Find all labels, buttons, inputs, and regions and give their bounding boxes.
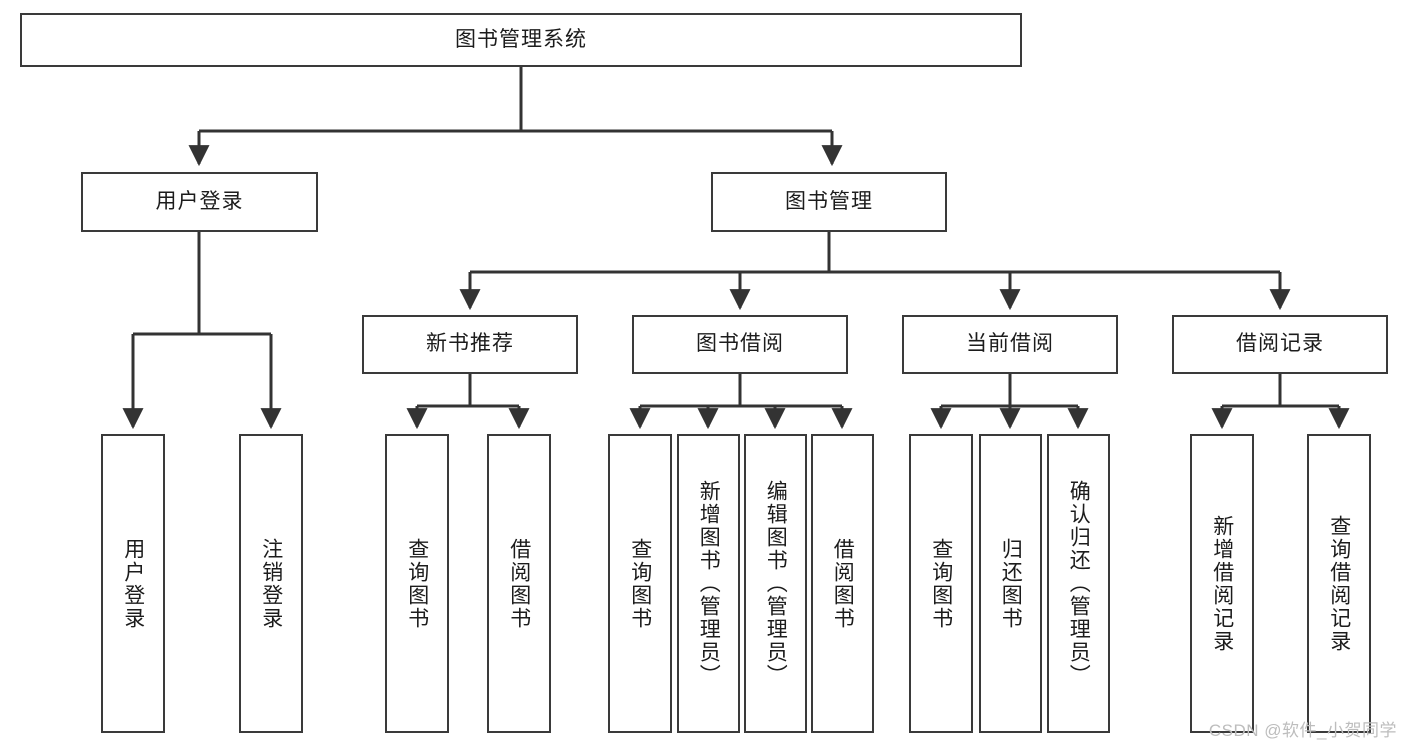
node-leaf-borrow-book-1[interactable]: 借阅图书 <box>487 434 551 733</box>
csdn-watermark: CSDN @软件_小贺同学 <box>1208 721 1397 740</box>
node-leaf-confirm-return[interactable]: 确认归还（管理员） <box>1047 434 1110 733</box>
node-leaf-query-book-1[interactable]: 查询图书 <box>385 434 449 733</box>
node-leaf-return-book-label: 归还图书 <box>999 537 1023 630</box>
node-new-book-rec[interactable]: 新书推荐 <box>362 315 578 374</box>
node-root-label: 图书管理系统 <box>455 27 587 51</box>
node-current-borrow-label: 当前借阅 <box>966 332 1054 356</box>
node-book-borrow-label: 图书借阅 <box>696 332 784 356</box>
node-leaf-query-book-3-label: 查询图书 <box>929 537 953 630</box>
node-leaf-add-book[interactable]: 新增图书（管理员） <box>677 434 740 733</box>
node-leaf-user-login-label: 用户登录 <box>121 537 145 630</box>
node-leaf-confirm-return-label: 确认归还（管理员） <box>1067 480 1091 687</box>
node-current-borrow[interactable]: 当前借阅 <box>902 315 1118 374</box>
node-leaf-logout-login[interactable]: 注销登录 <box>239 434 303 733</box>
node-leaf-borrow-book-2-label: 借阅图书 <box>831 537 855 630</box>
node-leaf-edit-book-label: 编辑图书（管理员） <box>764 480 788 687</box>
node-leaf-return-book[interactable]: 归还图书 <box>979 434 1042 733</box>
node-leaf-query-book-2[interactable]: 查询图书 <box>608 434 672 733</box>
node-leaf-borrow-book-2[interactable]: 借阅图书 <box>811 434 874 733</box>
node-leaf-edit-book[interactable]: 编辑图书（管理员） <box>744 434 807 733</box>
node-user-login-label: 用户登录 <box>155 189 244 213</box>
node-book-manage[interactable]: 图书管理 <box>711 172 947 232</box>
node-borrow-record[interactable]: 借阅记录 <box>1172 315 1388 374</box>
node-root[interactable]: 图书管理系统 <box>20 13 1022 67</box>
node-leaf-query-book-1-label: 查询图书 <box>405 537 429 630</box>
node-leaf-query-record[interactable]: 查询借阅记录 <box>1307 434 1371 733</box>
node-book-manage-label: 图书管理 <box>785 189 873 213</box>
node-leaf-logout-login-label: 注销登录 <box>259 537 283 630</box>
node-leaf-add-record-label: 新增借阅记录 <box>1210 514 1234 653</box>
node-user-login[interactable]: 用户登录 <box>81 172 318 232</box>
node-leaf-query-record-label: 查询借阅记录 <box>1327 514 1351 653</box>
node-leaf-add-record[interactable]: 新增借阅记录 <box>1190 434 1254 733</box>
node-new-book-rec-label: 新书推荐 <box>426 332 514 356</box>
node-borrow-record-label: 借阅记录 <box>1236 332 1324 356</box>
node-leaf-borrow-book-1-label: 借阅图书 <box>507 537 531 630</box>
node-leaf-add-book-label: 新增图书（管理员） <box>697 480 721 687</box>
node-leaf-query-book-2-label: 查询图书 <box>628 537 652 630</box>
node-book-borrow[interactable]: 图书借阅 <box>632 315 848 374</box>
node-leaf-user-login[interactable]: 用户登录 <box>101 434 165 733</box>
node-leaf-query-book-3[interactable]: 查询图书 <box>909 434 973 733</box>
